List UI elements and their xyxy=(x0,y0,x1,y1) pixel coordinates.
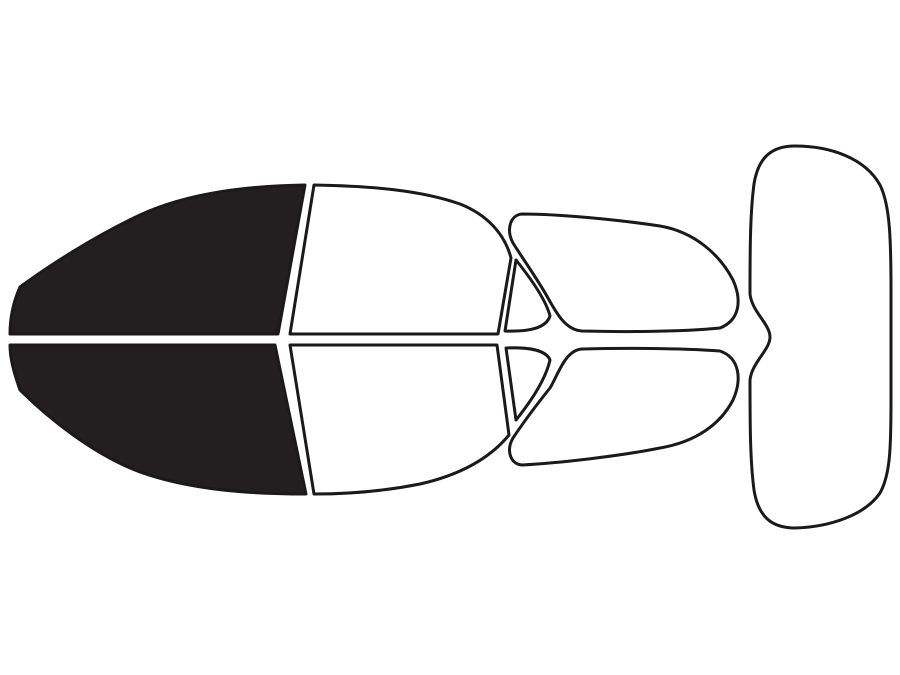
rear-door-upper-window[interactable] xyxy=(288,183,513,336)
front-door-upper-window[interactable] xyxy=(8,183,307,336)
front-door-lower-window[interactable] xyxy=(8,343,308,496)
quarter-glass-lower-window[interactable] xyxy=(508,346,740,467)
quarter-vent-upper-window[interactable] xyxy=(503,258,552,333)
rear-door-lower-window[interactable] xyxy=(288,343,511,496)
rear-windshield-window[interactable] xyxy=(748,144,893,530)
quarter-vent-lower-window[interactable] xyxy=(504,346,552,422)
quarter-glass-upper-window[interactable] xyxy=(508,212,740,334)
